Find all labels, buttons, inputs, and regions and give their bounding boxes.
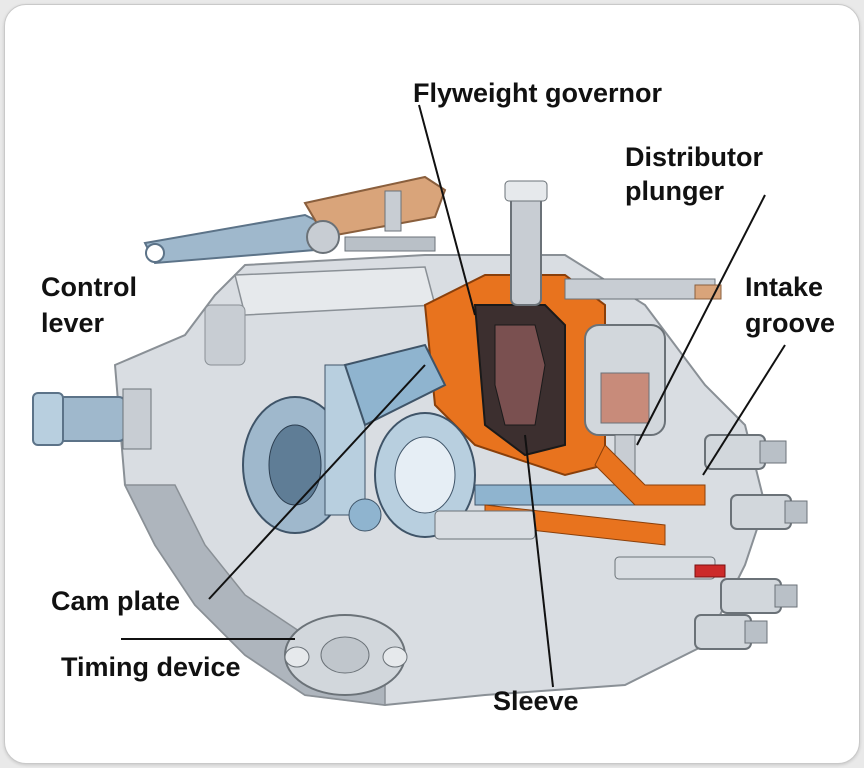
distributor-head — [434, 324, 726, 580]
label-control-lever-2: lever — [41, 308, 105, 338]
label-cam-plate: Cam plate — [51, 586, 181, 616]
label-timing-device: Timing device — [61, 652, 241, 682]
label-sleeve: Sleeve — [493, 686, 579, 716]
injection-pump-cutaway — [32, 104, 808, 707]
control-lever-arm — [143, 175, 447, 265]
timing-device — [284, 614, 408, 696]
label-intake-groove-2: groove — [745, 308, 836, 338]
diagram-frame: Flyweight governor Distributor plunger C… — [4, 4, 860, 764]
governor-cutaway — [423, 180, 722, 477]
inlet-fitting — [32, 388, 152, 450]
label-distributor-plunger-2: plunger — [625, 176, 724, 206]
label-intake-groove-1: Intake — [745, 272, 824, 302]
outlet-fittings — [694, 434, 808, 650]
leader-cam-plate — [208, 364, 426, 600]
leader-lines — [121, 104, 786, 688]
leader-sleeve — [524, 434, 554, 688]
label-distributor-plunger-1: Distributor — [625, 142, 763, 172]
label-flyweight-governor: Flyweight governor — [413, 78, 663, 108]
leader-distributor-plunger — [636, 194, 766, 446]
cam-plate-assembly — [242, 343, 476, 538]
leader-flyweight-governor — [418, 104, 476, 316]
leader-intake-groove — [702, 344, 786, 476]
label-control-lever-1: Control — [41, 272, 137, 302]
